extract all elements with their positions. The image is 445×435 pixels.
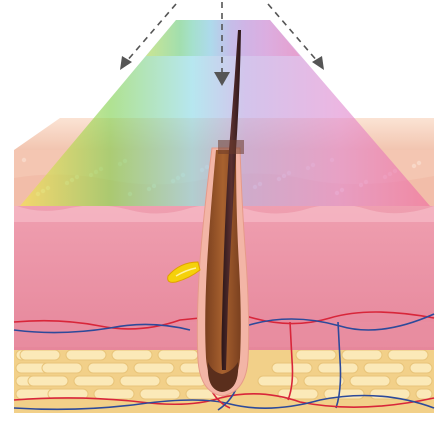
fat-cell (341, 349, 383, 361)
fat-cell (165, 375, 207, 387)
fat-cell (317, 362, 359, 374)
fat-cell (303, 375, 345, 387)
epidermis-texture-dot (411, 163, 417, 169)
fat-cell (119, 375, 161, 387)
fat-cell (27, 375, 69, 387)
hair-shaft (218, 30, 244, 370)
blood-vessels (13, 311, 435, 411)
fat-cell (295, 349, 337, 361)
fat-cell (133, 362, 175, 374)
light-spectrum-beam (20, 20, 430, 206)
fat-cell (157, 349, 199, 361)
fat-cell (87, 362, 129, 374)
fat-cell (47, 388, 89, 400)
epidermis-texture-dot (21, 157, 27, 163)
fat-cell (395, 375, 433, 387)
fat-cell (93, 388, 135, 400)
light-arrows (120, 2, 324, 86)
epidermis-texture-dot (416, 160, 422, 166)
fat-cell (409, 362, 433, 374)
fat-cell (111, 349, 153, 361)
vessel-blue-bottom (13, 394, 435, 411)
vessel-red-right (245, 311, 435, 325)
arrow-left (120, 3, 177, 70)
fat-cell (257, 375, 299, 387)
arrow-right (267, 3, 324, 70)
fat-cell (363, 362, 405, 374)
fat-cell (19, 349, 61, 361)
vessel-blue-right (245, 313, 435, 331)
vessel-blue-upper (13, 323, 191, 334)
vessel-blue-down-1 (335, 321, 342, 409)
fat-cell (65, 349, 107, 361)
fat-cell (387, 349, 429, 361)
fat-cell (349, 375, 391, 387)
arrow-center (214, 2, 230, 86)
fat-cell (139, 388, 181, 400)
hair-bulb (207, 362, 239, 392)
vessel-red-bottom (13, 393, 435, 408)
fat-cell (73, 375, 115, 387)
fat-cell (415, 388, 433, 400)
vessel-red-down-1 (287, 321, 294, 401)
fat-cell (41, 362, 83, 374)
fat-cell (277, 388, 319, 400)
